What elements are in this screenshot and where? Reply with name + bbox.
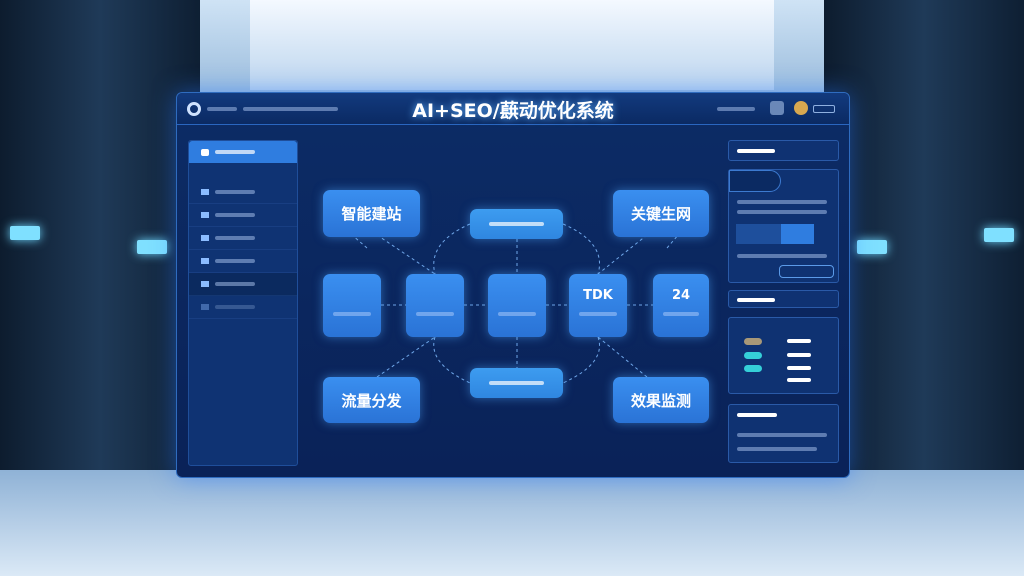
header: AI+SEO/蕻动优化系统 bbox=[177, 93, 849, 125]
progress-segment bbox=[736, 224, 781, 244]
stat-text bbox=[737, 254, 827, 258]
node-label: TDK bbox=[583, 288, 613, 303]
subtitle-text bbox=[243, 107, 338, 111]
status-badge bbox=[744, 352, 762, 359]
node-module-tdk[interactable]: TDK bbox=[569, 274, 627, 337]
node-smart-site[interactable]: 智能建站 bbox=[323, 190, 420, 237]
node-label bbox=[488, 381, 545, 385]
home-icon bbox=[201, 149, 209, 156]
sidebar-item[interactable] bbox=[189, 181, 297, 204]
sidebar bbox=[188, 140, 298, 466]
notification-icon[interactable] bbox=[770, 101, 784, 115]
rack-led bbox=[984, 228, 1014, 242]
menu-icon bbox=[201, 258, 209, 264]
node-module-1[interactable] bbox=[323, 274, 381, 337]
menu-icon bbox=[201, 212, 209, 218]
action-button[interactable] bbox=[779, 265, 834, 278]
sidebar-header[interactable] bbox=[189, 141, 297, 163]
sidebar-item-label bbox=[215, 282, 255, 286]
info-text bbox=[737, 433, 827, 437]
sidebar-item-label bbox=[215, 236, 255, 240]
menu-button[interactable] bbox=[813, 105, 835, 113]
node-bottom-center[interactable] bbox=[470, 368, 563, 398]
avatar[interactable] bbox=[794, 101, 808, 115]
node-caption bbox=[333, 312, 371, 316]
panel-title bbox=[737, 149, 775, 153]
node-module-24[interactable]: 24 bbox=[653, 274, 709, 337]
progress-segment bbox=[781, 224, 814, 244]
logo-icon bbox=[187, 102, 201, 116]
rack-led bbox=[857, 240, 887, 254]
sidebar-item[interactable] bbox=[189, 204, 297, 227]
sidebar-item-label bbox=[215, 259, 255, 263]
node-top-center[interactable] bbox=[470, 209, 563, 239]
node-label: 24 bbox=[671, 288, 691, 303]
list-text bbox=[787, 353, 811, 357]
panel-title bbox=[737, 298, 775, 302]
status-badge bbox=[744, 365, 762, 372]
node-keyword-generation[interactable]: 关键生网 bbox=[613, 190, 709, 237]
list-text bbox=[787, 378, 811, 382]
page-title: AI+SEO/蕻动优化系统 bbox=[412, 100, 614, 122]
node-label bbox=[488, 222, 545, 226]
right-panel-list bbox=[728, 317, 839, 394]
node-caption bbox=[663, 312, 699, 316]
node-caption bbox=[416, 312, 454, 316]
node-caption bbox=[579, 312, 617, 316]
panel-title bbox=[737, 413, 777, 417]
rack-led bbox=[137, 240, 167, 254]
date-text bbox=[717, 107, 755, 111]
menu-icon bbox=[201, 304, 209, 310]
sidebar-item-label bbox=[215, 305, 255, 309]
status-badge bbox=[744, 338, 762, 345]
menu-icon bbox=[201, 189, 209, 195]
floor bbox=[0, 470, 1024, 576]
node-module-core[interactable] bbox=[488, 274, 546, 337]
dashboard-window: AI+SEO/蕻动优化系统 智能建站 关键生网 流量分发 效果监测 TDK 24 bbox=[176, 92, 850, 478]
node-effect-monitoring[interactable]: 效果监测 bbox=[613, 377, 709, 423]
info-text bbox=[737, 447, 817, 451]
stat-text bbox=[737, 210, 827, 214]
stat-text bbox=[737, 200, 827, 204]
right-panel-header-1 bbox=[728, 140, 839, 161]
sidebar-item-active[interactable] bbox=[189, 273, 297, 296]
list-text bbox=[787, 366, 811, 370]
right-panel-stats bbox=[728, 169, 839, 283]
sidebar-item[interactable] bbox=[189, 250, 297, 273]
node-caption bbox=[498, 312, 536, 316]
node-traffic-distribution[interactable]: 流量分发 bbox=[323, 377, 420, 423]
list-text bbox=[787, 339, 811, 343]
brand-text bbox=[207, 107, 237, 111]
rack-led bbox=[10, 226, 40, 240]
sidebar-item[interactable] bbox=[189, 296, 297, 319]
right-panel-header-2 bbox=[728, 290, 839, 308]
ceiling-light bbox=[250, 0, 774, 90]
sidebar-item[interactable] bbox=[189, 227, 297, 250]
sidebar-header-label bbox=[215, 150, 255, 154]
menu-icon bbox=[201, 281, 209, 287]
tab-active[interactable] bbox=[729, 170, 781, 192]
menu-icon bbox=[201, 235, 209, 241]
node-module-2[interactable] bbox=[406, 274, 464, 337]
sidebar-item-label bbox=[215, 213, 255, 217]
right-panel-info bbox=[728, 404, 839, 463]
sidebar-item-label bbox=[215, 190, 255, 194]
